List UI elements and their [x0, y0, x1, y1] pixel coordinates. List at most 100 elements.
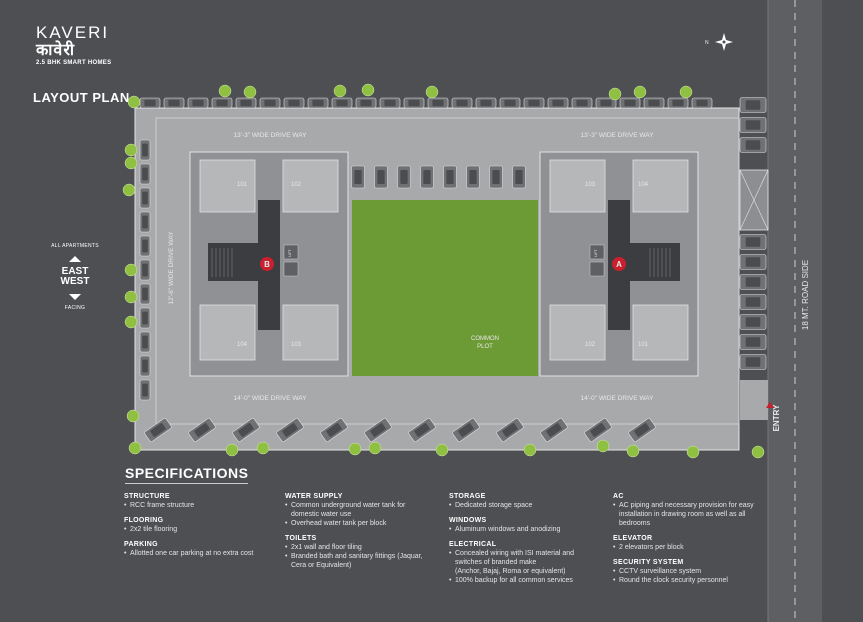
spec-item: Aluminum windows and anodizing — [449, 525, 599, 534]
block-b-lift-label: LIFT — [288, 249, 292, 257]
block-a-unit-102: 102 — [585, 342, 596, 348]
parked-car-icon — [259, 97, 281, 109]
tree-icon — [608, 87, 622, 101]
parked-car-icon — [540, 418, 568, 442]
spec-heading: PARKING — [124, 541, 158, 548]
brand-tagline: 2.5 BHK SMART HOMES — [36, 60, 112, 66]
spec-item: RCC frame structure — [124, 501, 274, 510]
parked-car-icon — [276, 418, 304, 442]
parked-car-icon — [739, 234, 767, 250]
block-a-unit-104: 104 — [638, 182, 649, 188]
spec-heading: TOILETS — [285, 535, 317, 542]
tree-icon — [368, 441, 382, 455]
parked-car-icon — [499, 97, 521, 109]
tree-icon — [124, 156, 138, 170]
spec-column: WATER SUPPLYCommon underground water tan… — [285, 490, 435, 577]
parked-car-icon — [235, 97, 257, 109]
spec-items: 2 elevators per block — [613, 543, 763, 552]
spec-item: Allotted one car parking at no extra cos… — [124, 549, 274, 558]
parked-car-icon — [374, 165, 388, 189]
parked-car-icon — [232, 418, 260, 442]
parked-car-icon — [283, 97, 305, 109]
driveway-top-right-label: 13'-3" WIDE DRIVE WAY — [581, 132, 655, 139]
tree-icon — [361, 83, 375, 97]
tree-icon — [225, 443, 239, 457]
parked-car-icon — [595, 97, 617, 109]
brand-script-name: कावेरी — [36, 42, 76, 59]
spec-heading: WINDOWS — [449, 517, 487, 524]
parked-car-icon — [496, 418, 524, 442]
spec-item: Round the clock security personnel — [613, 576, 763, 585]
parked-car-icon — [739, 314, 767, 330]
driveway-top-left-label: 13'-3" WIDE DRIVE WAY — [234, 132, 308, 139]
spec-item: Concealed wiring with ISI material and — [449, 549, 599, 558]
parked-car-icon — [139, 163, 151, 185]
spec-item: Branded bath and sanitary fittings (Jaqu… — [285, 552, 435, 561]
parked-car-icon — [139, 331, 151, 353]
tree-icon — [126, 409, 140, 423]
facing-top-label: ALL APARTMENTS — [51, 243, 99, 249]
tree-icon — [333, 84, 347, 98]
spec-heading: STORAGE — [449, 493, 486, 500]
spec-item: installation in drawing room as well as … — [619, 511, 746, 518]
entry-arrow-icon — [766, 402, 774, 408]
landscape-trees — [122, 83, 765, 459]
block-a-lift-label: LIFT — [594, 249, 598, 257]
parked-car-icon — [320, 418, 348, 442]
page-title: LAYOUT PLAN — [33, 90, 130, 105]
spec-heading: WATER SUPPLY — [285, 493, 343, 500]
parked-car-icon — [584, 418, 612, 442]
inner-boundary — [155, 117, 740, 425]
parked-car-icon — [547, 97, 569, 109]
common-plot-label-1: COMMON — [471, 336, 499, 342]
parked-car-icon — [163, 97, 185, 109]
tree-icon — [596, 439, 610, 453]
spec-item: Overhead water tank per block — [285, 519, 435, 528]
block-a-badge-label: A — [616, 260, 622, 269]
parked-car-icon — [739, 294, 767, 310]
parking-bays — [139, 97, 767, 442]
spec-items: AC piping and necessary provision for ea… — [613, 501, 763, 528]
spec-items: 2x1 wall and floor tilingBranded bath an… — [285, 543, 435, 570]
spec-column: STORAGEDedicated storage spaceWINDOWSAlu… — [449, 490, 599, 592]
spec-item: CCTV surveillance system — [613, 567, 763, 576]
tree-icon — [425, 85, 439, 99]
brand-logo: KAVERI कावेरी 2.5 BHK SMART HOMES — [36, 24, 112, 67]
parked-car-icon — [139, 97, 161, 109]
block-a-badge — [612, 257, 626, 271]
tree-icon — [348, 442, 362, 456]
parked-car-icon — [139, 355, 151, 377]
parked-car-icon — [139, 259, 151, 281]
parked-car-icon — [139, 283, 151, 305]
tree-icon — [256, 441, 270, 455]
parked-car-icon — [139, 211, 151, 233]
tree-icon — [243, 85, 257, 99]
compass-icon — [715, 33, 733, 51]
spec-item: 2x2 tile flooring — [124, 525, 274, 534]
parked-car-icon — [403, 97, 425, 109]
parked-car-icon — [628, 418, 656, 442]
parked-car-icon — [523, 97, 545, 109]
block-a — [539, 151, 699, 377]
parked-car-icon — [739, 254, 767, 270]
tree-icon — [686, 445, 700, 459]
parked-car-icon — [139, 187, 151, 209]
parked-car-icon — [379, 97, 401, 109]
tree-icon — [122, 183, 136, 197]
parked-car-icon — [619, 97, 641, 109]
tree-icon — [127, 95, 141, 109]
parked-car-icon — [408, 418, 436, 442]
parked-car-icon — [187, 97, 209, 109]
block-a-unit-101: 101 — [638, 342, 649, 348]
spec-item: bedrooms — [619, 520, 651, 527]
parked-car-icon — [571, 97, 593, 109]
parked-car-icon — [351, 165, 365, 189]
parked-car-icon — [489, 165, 503, 189]
spec-items: Concealed wiring with ISI material andsw… — [449, 549, 599, 585]
tree-icon — [435, 443, 449, 457]
tree-icon — [128, 441, 142, 455]
spec-items: Common underground water tank fordomesti… — [285, 501, 435, 528]
spec-item: Cera or Equivalent) — [291, 562, 352, 569]
parked-car-icon — [331, 97, 353, 109]
